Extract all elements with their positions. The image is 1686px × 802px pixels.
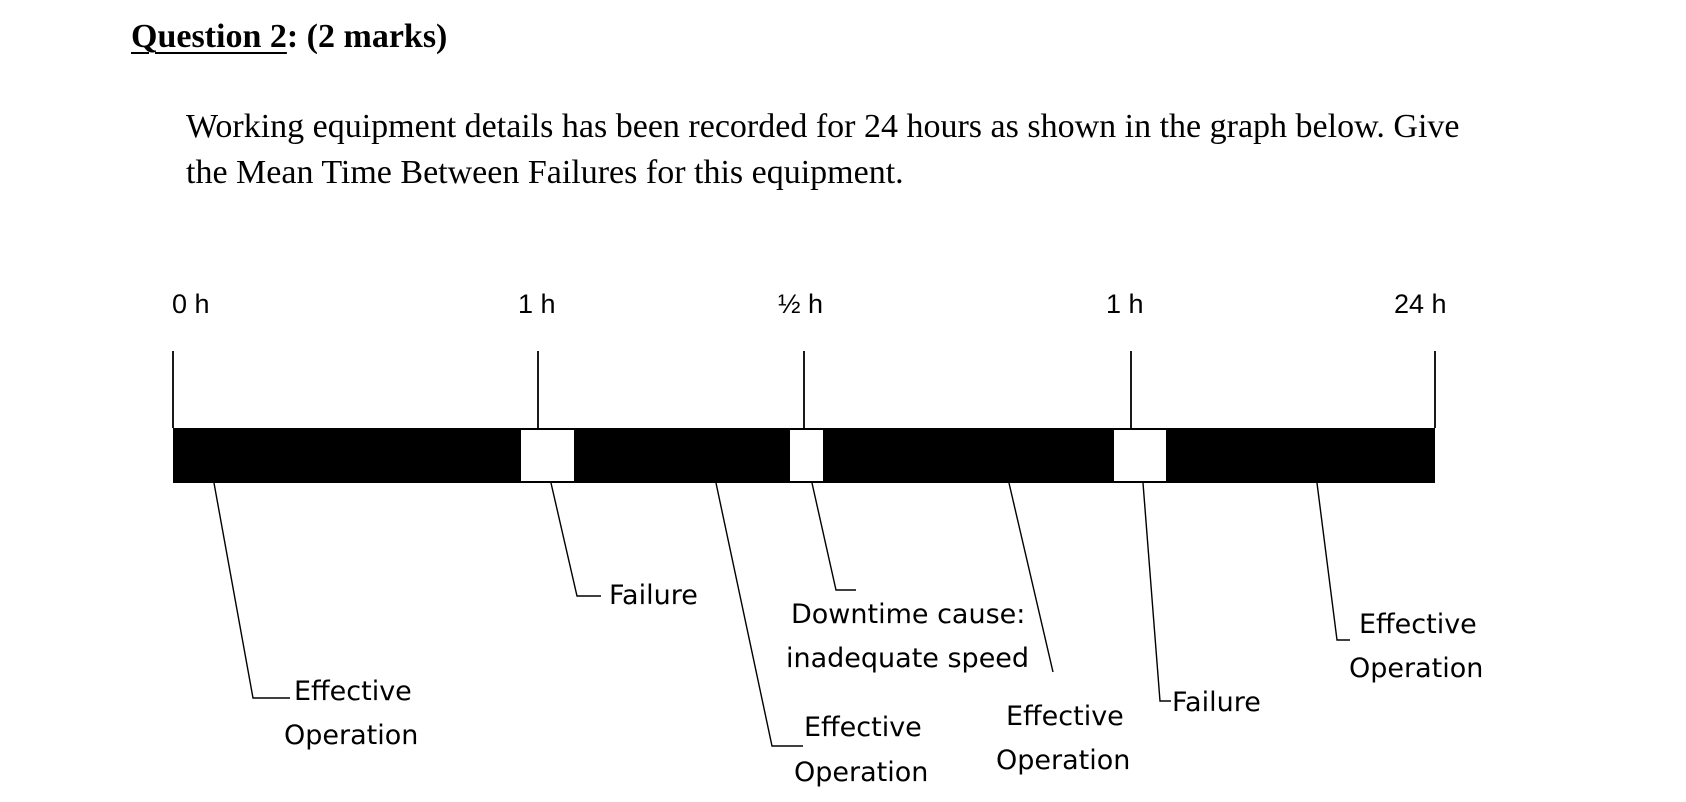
leader-downtime <box>811 482 856 591</box>
label-effective-operation-4a: Effective <box>1359 609 1477 640</box>
label-downtime-b: inadequate speed <box>786 643 1029 674</box>
leader-failure1 <box>550 482 601 597</box>
leader-downtime-right <box>1008 482 1054 673</box>
leader-op1 <box>213 482 290 699</box>
failure-gap-1 <box>521 430 574 481</box>
label-downtime-a: Downtime cause: <box>791 599 1025 630</box>
tick-label-half-h: ½ h <box>778 289 823 319</box>
label-effective-operation-3a: Effective <box>1006 701 1124 732</box>
question-marks: : (2 marks) <box>286 18 448 55</box>
leader-lines <box>213 482 1350 747</box>
tick-label-24h: 24 h <box>1394 289 1447 319</box>
leader-op4 <box>1316 482 1350 641</box>
leader-op2 <box>715 482 803 747</box>
question-heading: Question 2: (2 marks) <box>131 18 447 56</box>
failure-gap-2 <box>1114 430 1166 481</box>
leader-failure2 <box>1142 482 1171 702</box>
question-text-line-2: the Mean Time Between Failures for this … <box>186 154 904 191</box>
question-text: Working equipment details has been recor… <box>186 104 1626 196</box>
label-effective-operation-2a: Effective <box>804 712 922 743</box>
label-effective-operation-1b: Operation <box>284 720 418 751</box>
tick-label-1h-a: 1 h <box>518 289 556 319</box>
tick-label-1h-b: 1 h <box>1106 289 1144 319</box>
downtime-gap <box>790 430 823 481</box>
label-failure-1: Failure <box>609 580 698 611</box>
question-text-line-1: Working equipment details has been recor… <box>186 108 1460 145</box>
label-effective-operation-1a: Effective <box>294 676 412 707</box>
tick-label-0h: 0 h <box>172 289 210 319</box>
label-effective-operation-4b: Operation <box>1349 653 1483 684</box>
label-failure-2: Failure <box>1172 687 1261 718</box>
label-effective-operation-3b: Operation <box>996 745 1130 776</box>
question-number: Question 2 <box>131 18 287 55</box>
tick-lines <box>172 351 1436 428</box>
label-effective-operation-2b: Operation <box>794 757 928 788</box>
